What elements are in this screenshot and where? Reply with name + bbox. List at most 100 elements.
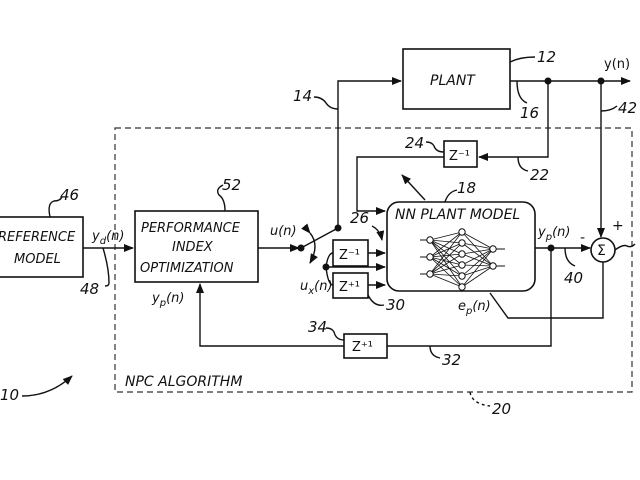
ref-12-leader	[509, 56, 536, 63]
ref-52-leader	[216, 184, 226, 212]
nn-connection	[461, 231, 494, 267]
nn-node	[489, 245, 497, 253]
nn-connection	[461, 248, 494, 255]
switch-motion-arrow	[301, 223, 318, 264]
ref-32: 32	[442, 351, 461, 369]
ref-26-leader	[371, 225, 385, 241]
delay-24-label: Z⁻¹	[449, 149, 470, 164]
nn-connection	[461, 231, 494, 250]
nn-node	[458, 228, 466, 236]
pio-line1: PERFORMANCE	[141, 221, 241, 236]
nn-connection	[429, 231, 463, 275]
neural-network-icon	[420, 228, 505, 291]
nn-connection	[429, 239, 463, 288]
summer-sigma: Σ	[597, 243, 606, 259]
summer-plus: +	[612, 218, 624, 234]
nn-connection	[429, 242, 463, 275]
nn-node	[489, 262, 497, 270]
ref-30: 30	[386, 296, 405, 314]
ref-model-line1: REFERENCE	[0, 230, 76, 245]
delay-input-minus-label: Z⁻¹	[339, 248, 360, 263]
yp-feedback-line	[196, 283, 344, 347]
ref-26: 26	[350, 209, 369, 227]
ref-24-leader	[425, 141, 445, 153]
nn-connection	[429, 273, 463, 288]
nn-plant-model-block	[386, 201, 536, 292]
ref-32-leader	[429, 345, 441, 359]
ref-20: 20	[492, 400, 511, 418]
yd-label: yd(n)	[91, 229, 124, 247]
ref-42-leader	[600, 105, 618, 112]
nn-connection	[429, 231, 463, 241]
nn-connection	[461, 242, 494, 250]
ux-to-zplus	[325, 266, 334, 286]
ref-40-leader	[564, 247, 576, 267]
npc-algorithm-label: NPC ALGORITHM	[125, 374, 242, 390]
ref-46-leader	[48, 196, 63, 218]
reference-model-block	[0, 216, 84, 278]
ref-42: 42	[618, 99, 637, 117]
nn-node	[426, 236, 434, 244]
plant-label: PLANT	[430, 73, 476, 89]
ref-48-leader	[102, 247, 110, 287]
nn-node	[458, 261, 466, 269]
ref-22: 22	[530, 166, 549, 184]
ref-18-leader	[444, 189, 458, 203]
npc-algorithm-region	[114, 127, 633, 393]
yp-nn-label: yp(n)	[537, 225, 570, 243]
delay-34-label: Z⁺¹	[352, 340, 373, 355]
nn-connection	[429, 256, 463, 277]
ref-10: 10	[0, 386, 19, 404]
nn-connection	[461, 248, 494, 277]
ref-34: 34	[308, 318, 327, 336]
adaptation-arrow	[401, 174, 426, 201]
nn-connection	[461, 248, 494, 288]
ref-34-leader	[325, 327, 345, 341]
nn-connection	[429, 239, 463, 255]
switch-contact	[334, 224, 342, 232]
y-output-label: y(n)	[604, 57, 630, 72]
ref-18: 18	[457, 179, 476, 197]
nn-connection	[429, 256, 463, 288]
ref-12: 12	[537, 48, 556, 66]
ref-24: 24	[405, 134, 424, 152]
summer-minus: -	[580, 230, 585, 246]
nn-connection	[461, 265, 494, 288]
pio-line3: OPTIMIZATION	[140, 261, 234, 276]
ux-to-zminus	[325, 252, 334, 268]
ref-40: 40	[564, 269, 583, 287]
ref-10-arrow	[21, 375, 73, 397]
ref-14: 14	[293, 87, 312, 105]
nn-connection	[429, 253, 463, 275]
nn-node	[458, 272, 466, 280]
output-delay-line-32	[387, 248, 552, 347]
ref-46: 46	[60, 186, 79, 204]
nn-connection	[429, 242, 463, 258]
plant-input-line	[337, 77, 402, 228]
plant-block	[402, 48, 511, 110]
nn-connection	[461, 253, 494, 267]
nn-connection	[429, 253, 463, 258]
nn-connection	[429, 231, 463, 258]
ref-52: 52	[222, 176, 241, 194]
nn-node	[458, 250, 466, 258]
feedback-line-22	[478, 81, 549, 161]
ref-20-leader	[469, 391, 491, 407]
nn-connection	[461, 265, 494, 277]
nn-connection	[429, 256, 463, 266]
delayed-output-line	[356, 156, 444, 215]
ref-14-leader	[313, 96, 339, 110]
nn-node	[426, 270, 434, 278]
delay-block-24	[443, 140, 478, 168]
summer-output	[614, 243, 636, 251]
ref-30-leader	[367, 294, 385, 306]
ref-48: 48	[80, 280, 99, 298]
nn-connection	[461, 242, 494, 267]
error-line	[489, 262, 604, 319]
ref-model-line2: MODEL	[14, 252, 61, 267]
nn-connection	[429, 273, 463, 277]
ref-16: 16	[520, 104, 539, 122]
nn-connection	[429, 264, 463, 275]
performance-index-block	[134, 210, 259, 283]
